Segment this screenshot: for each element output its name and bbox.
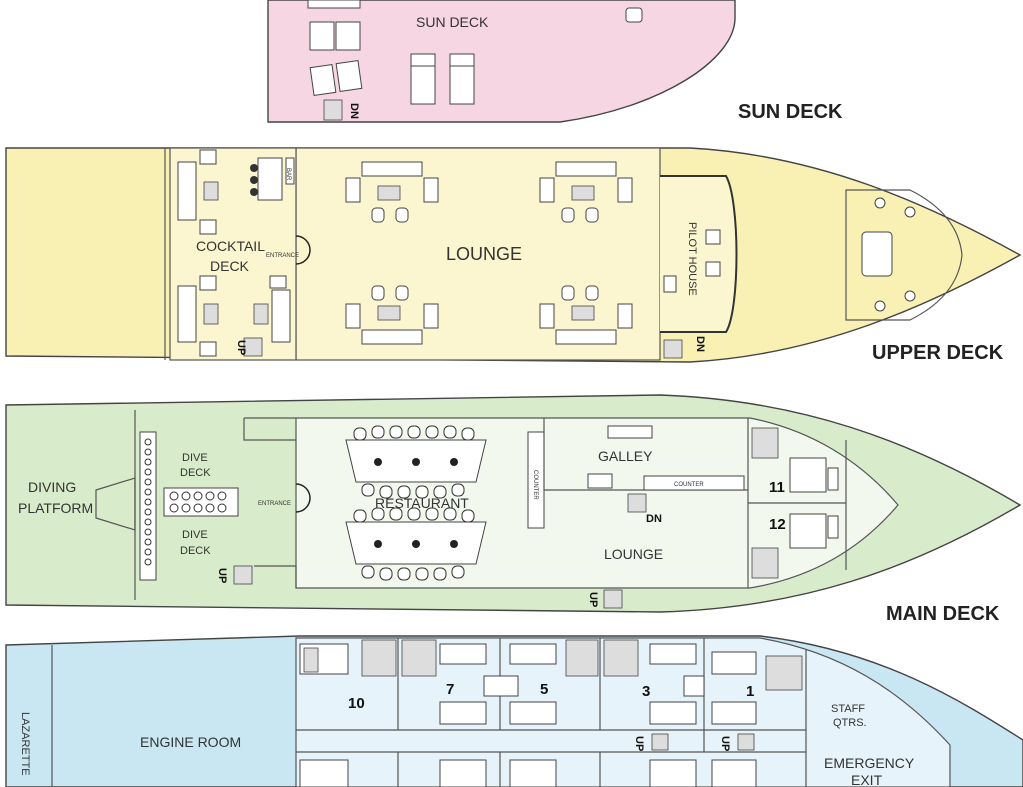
cocktail-furniture — [177, 149, 295, 357]
sun-deck-title: SUN DECK — [738, 101, 843, 123]
lower-stairs-up-left-label: UP — [633, 736, 645, 751]
main-stairs-down-label: DN — [646, 513, 662, 525]
lazarette-label: LAZARETTE — [19, 712, 31, 776]
main-stairs-up-right-label: UP — [587, 592, 599, 607]
dive-rail — [139, 431, 157, 581]
lower-stairs-up-right[interactable] — [737, 733, 755, 751]
dive-deck-bottom-label-1: DIVE — [182, 529, 208, 541]
dive-deck-bottom-label-2: DECK — [180, 545, 211, 557]
staff-qtrs-label-2: QTRS. — [833, 717, 867, 729]
main-stairs-up-right[interactable] — [603, 589, 623, 609]
emergency-exit-label-1: EMERGENCY — [824, 755, 915, 771]
sun-deck-room-label: SUN DECK — [416, 14, 489, 30]
dive-deck-top-label-1: DIVE — [182, 452, 208, 464]
cabin-11-label: 11 — [769, 479, 785, 496]
counter-horizontal — [643, 475, 745, 491]
sun-deck: DN SUN DECK SUN DECK — [267, 0, 843, 123]
pilot-house — [660, 175, 738, 333]
upper-entrance-label: ENTRANCE — [266, 253, 299, 259]
cabin-7-label: 7 — [446, 681, 454, 698]
main-deck: DIVING PLATFORM DIVE DECK DIVE DECK ENTR… — [5, 394, 1022, 625]
galley-label: GALLEY — [598, 448, 653, 464]
dive-deck-top-label-2: DECK — [180, 467, 211, 479]
counter-vertical-label: COUNTER — [532, 470, 538, 500]
cocktail-deck-label-2: DECK — [210, 258, 250, 274]
cabin-5-label: 5 — [540, 681, 548, 698]
lower-deck: LAZARETTE ENGINE ROOM — [5, 635, 1023, 787]
main-entrance-door[interactable] — [295, 483, 311, 513]
cabin-10-label: 10 — [348, 695, 365, 712]
sun-deck-hull — [267, 0, 736, 123]
emergency-exit-label-2: EXIT — [851, 772, 883, 787]
main-lounge-label: LOUNGE — [604, 546, 663, 562]
main-deck-title: MAIN DECK — [886, 603, 1000, 625]
diving-platform-label-2: PLATFORM — [18, 500, 93, 516]
upper-lounge-label: LOUNGE — [446, 244, 522, 264]
lower-stairs-up-left[interactable] — [651, 733, 669, 751]
lower-bathrooms — [303, 639, 803, 691]
main-entrance-label: ENTRANCE — [258, 501, 291, 507]
engine-room-label: ENGINE ROOM — [140, 734, 241, 750]
lower-stairs-up-right-label: UP — [719, 736, 731, 751]
sun-deck-stairs-label: DN — [348, 103, 360, 119]
main-stairs-up-left-label: UP — [216, 568, 228, 583]
main-cabins — [748, 427, 847, 579]
upper-stairs-up-label: UP — [235, 340, 247, 355]
sun-loungers — [307, 0, 643, 105]
cabin-1-label: 1 — [746, 683, 754, 700]
main-stairs-down[interactable] — [627, 493, 647, 513]
upper-entrance-door[interactable] — [295, 235, 311, 265]
bar-label: BAR — [285, 168, 291, 181]
upper-deck-title: UPPER DECK — [872, 342, 1004, 364]
diving-platform-label-1: DIVING — [28, 479, 76, 495]
upper-stairs-up[interactable] — [243, 337, 263, 357]
restaurant-tables — [345, 425, 487, 581]
upper-deck: BAR COCKTAIL DECK ENTRANCE UP — [5, 147, 1022, 364]
upper-stairs-down[interactable] — [663, 339, 683, 359]
cocktail-deck-label-1: COCKTAIL — [196, 238, 265, 254]
restaurant-label: RESTAURANT — [375, 495, 469, 511]
sun-deck-stairs[interactable] — [323, 99, 343, 121]
cabin-12-label: 12 — [769, 516, 786, 533]
upper-stairs-down-label: DN — [694, 336, 706, 352]
counter-horizontal-label: COUNTER — [674, 482, 704, 488]
main-stairs-up-left[interactable] — [233, 565, 253, 585]
staff-qtrs-label-1: STAFF — [831, 703, 865, 715]
cabin-3-label: 3 — [642, 683, 650, 700]
lounge-seating — [345, 161, 633, 345]
pilot-house-label: PILOT HOUSE — [686, 222, 698, 296]
